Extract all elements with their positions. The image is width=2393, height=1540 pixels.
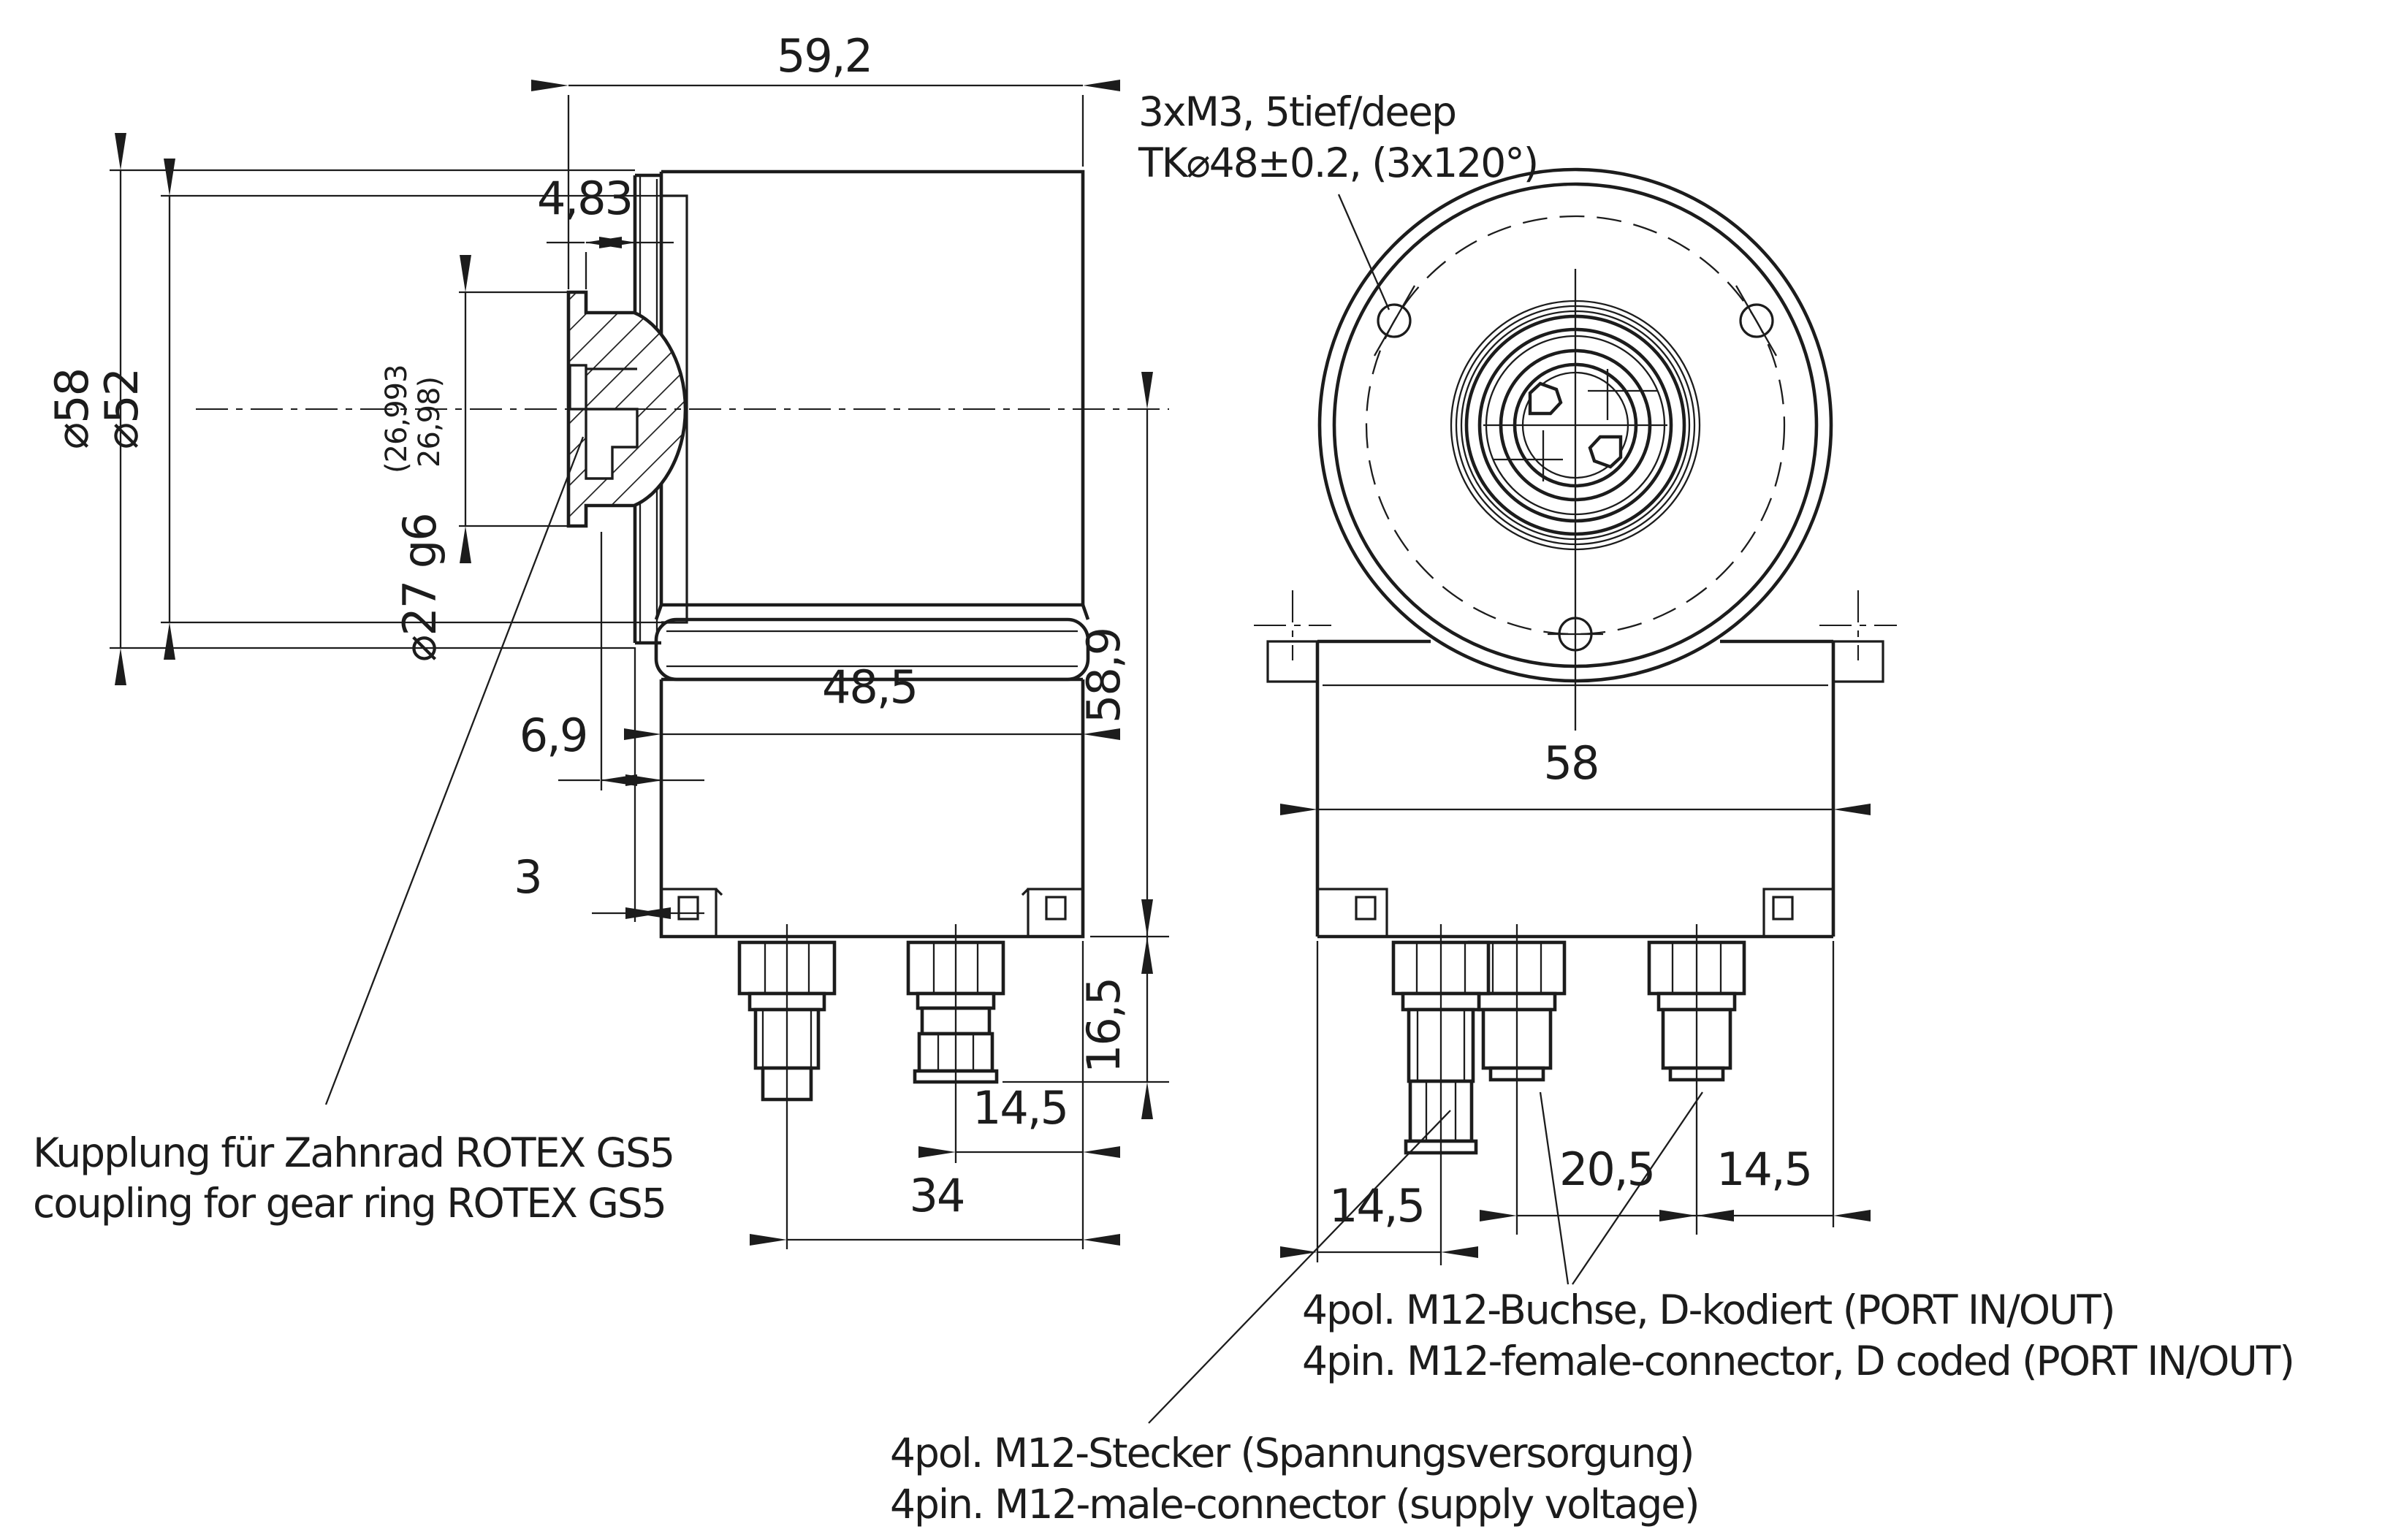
dim-female-connector-offset-side: 34 bbox=[750, 1169, 1120, 1246]
dim-male-connector-offset-front: 14,5 bbox=[1280, 941, 1478, 1262]
m3-hole-upper-right bbox=[1739, 303, 1774, 338]
m12-male-connector-front bbox=[1391, 924, 1491, 1265]
dim-label-male-connector-offset-side: 14,5 bbox=[973, 1081, 1068, 1135]
dim-label-housing-height: 58,9 bbox=[1077, 628, 1130, 723]
front-foot-right bbox=[1762, 888, 1833, 937]
coupling-note-de: Kupplung für Zahnrad ROTEX GS5 bbox=[33, 1129, 674, 1176]
coupling-leader-line bbox=[324, 436, 585, 1105]
dim-label-pilot-diameter: ⌀52 bbox=[95, 369, 148, 449]
side-view: 59,2 ⌀58 ⌀52 ⌀27 g6 (26,993 26,98) bbox=[33, 29, 1169, 1249]
dim-label-housing-depth: 48,5 bbox=[822, 660, 917, 714]
female-connector-note-en: 4pin. M12-female-connector, D coded (POR… bbox=[1302, 1338, 2294, 1384]
dim-pilot-diameter: ⌀52 bbox=[95, 159, 685, 660]
dim-shaft-protrusion: 6,9 bbox=[520, 532, 704, 790]
dim-label-coupling-offset: 4,83 bbox=[537, 172, 632, 225]
male-connector-note-de: 4pol. M12-Stecker (Spannungsversorgung) bbox=[890, 1430, 1693, 1476]
thread-note: 3xM3, 5tief/deep TK⌀48±0.2, (3x120°) bbox=[1138, 88, 1539, 310]
dim-flange-diameter: ⌀58 bbox=[45, 133, 635, 685]
connector-housing-front bbox=[1254, 590, 1897, 939]
bolt-circle-dashed bbox=[1365, 215, 1786, 636]
dim-label-coupling-diameter: ⌀27 g6 bbox=[393, 514, 446, 662]
thread-note-line2: TK⌀48±0.2, (3x120°) bbox=[1138, 140, 1537, 186]
coupling-note-en: coupling for gear ring ROTEX GS5 bbox=[33, 1180, 666, 1227]
side-tab-left-centerline bbox=[1254, 590, 1331, 660]
female-connector-note: 4pol. M12-Buchse, D-kodiert (PORT IN/OUT… bbox=[1302, 1091, 2295, 1384]
mounting-foot-left bbox=[661, 888, 723, 937]
side-tab-right-centerline bbox=[1819, 590, 1897, 660]
dim-housing-depth: 48,5 bbox=[624, 660, 1120, 740]
dim-connector-height: 16,5 bbox=[1003, 899, 1169, 1119]
dim-coupling-offset: 4,83 bbox=[537, 172, 674, 289]
dim-label-shaft-protrusion: 6,9 bbox=[520, 709, 587, 762]
front-centerlines bbox=[1483, 269, 1667, 731]
mounting-foot-right bbox=[1021, 888, 1083, 937]
thread-note-line1: 3xM3, 5tief/deep bbox=[1138, 88, 1456, 135]
dim-male-connector-offset-side: 14,5 bbox=[918, 941, 1120, 1249]
encoder-body-outline bbox=[659, 169, 1085, 605]
dim-plate-thickness: 3 bbox=[514, 647, 704, 922]
front-foot-left-hole bbox=[1355, 896, 1377, 920]
mounting-foot-left-hole bbox=[677, 896, 699, 920]
dim-female-connector-offset-front: 14,5 bbox=[1659, 941, 1871, 1227]
m3-hole-upper-left bbox=[1377, 303, 1412, 338]
female-leader-right bbox=[1572, 1091, 1703, 1285]
mounting-foot-right-hole bbox=[1045, 896, 1067, 920]
dim-housing-height: 58,9 bbox=[1077, 372, 1169, 974]
male-connector-note-en: 4pin. M12-male-connector (supply voltage… bbox=[890, 1481, 1699, 1528]
dim-label-male-connector-offset-front: 14,5 bbox=[1329, 1179, 1424, 1232]
side-tab-right bbox=[1833, 640, 1884, 683]
dim-label-female-connector-spacing: 20,5 bbox=[1559, 1143, 1654, 1196]
side-tab-left bbox=[1266, 640, 1317, 683]
dim-label-coupling-tol-lower: 26,98) bbox=[413, 377, 446, 468]
dim-total-depth: 59,2 bbox=[531, 29, 1120, 289]
body-bevel bbox=[654, 603, 1090, 620]
dim-label-flange-diameter: ⌀58 bbox=[45, 369, 99, 449]
dim-label-connector-height: 16,5 bbox=[1077, 978, 1130, 1073]
dim-female-connector-spacing: 20,5 bbox=[1480, 1143, 1734, 1221]
front-foot-left bbox=[1317, 888, 1388, 937]
front-view: 58 14,5 20,5 14,5 3xM3, 5tief/deep TK⌀48… bbox=[890, 88, 2295, 1528]
dim-label-housing-width: 58 bbox=[1544, 736, 1599, 790]
sealing-ring-inner-lines bbox=[666, 630, 1078, 668]
coupling-section bbox=[566, 290, 688, 528]
dim-coupling-diameter: ⌀27 g6 (26,993 26,98) bbox=[380, 255, 567, 662]
front-foot-right-hole bbox=[1772, 896, 1794, 920]
thread-note-leader bbox=[1337, 194, 1390, 310]
coupling-slot-a bbox=[568, 364, 587, 411]
female-leader-left bbox=[1539, 1091, 1570, 1285]
m12-male-connector-side bbox=[906, 924, 1005, 1163]
dim-housing-width: 58 bbox=[1280, 736, 1871, 815]
dim-label-plate-thickness: 3 bbox=[514, 850, 541, 904]
claw-upper-left bbox=[1528, 381, 1563, 416]
coupling-outline bbox=[566, 290, 688, 528]
m12-female-connector-side bbox=[737, 924, 837, 1249]
connector-housing-side bbox=[659, 677, 1085, 939]
dim-label-total-depth: 59,2 bbox=[777, 29, 872, 83]
dim-label-coupling-tol-upper: (26,993 bbox=[380, 365, 414, 473]
coupling-note: Kupplung für Zahnrad ROTEX GS5 coupling … bbox=[33, 436, 675, 1227]
m12-female-connector-right bbox=[1647, 924, 1746, 1235]
dim-label-female-connector-offset-front: 14,5 bbox=[1716, 1143, 1811, 1196]
claw-lower-right bbox=[1588, 435, 1623, 469]
male-leader-line bbox=[1148, 1110, 1451, 1424]
male-connector-note: 4pol. M12-Stecker (Spannungsversorgung) … bbox=[890, 1110, 1700, 1528]
dim-label-female-connector-offset-side: 34 bbox=[910, 1169, 965, 1222]
female-connector-note-de: 4pol. M12-Buchse, D-kodiert (PORT IN/OUT… bbox=[1302, 1286, 2114, 1333]
